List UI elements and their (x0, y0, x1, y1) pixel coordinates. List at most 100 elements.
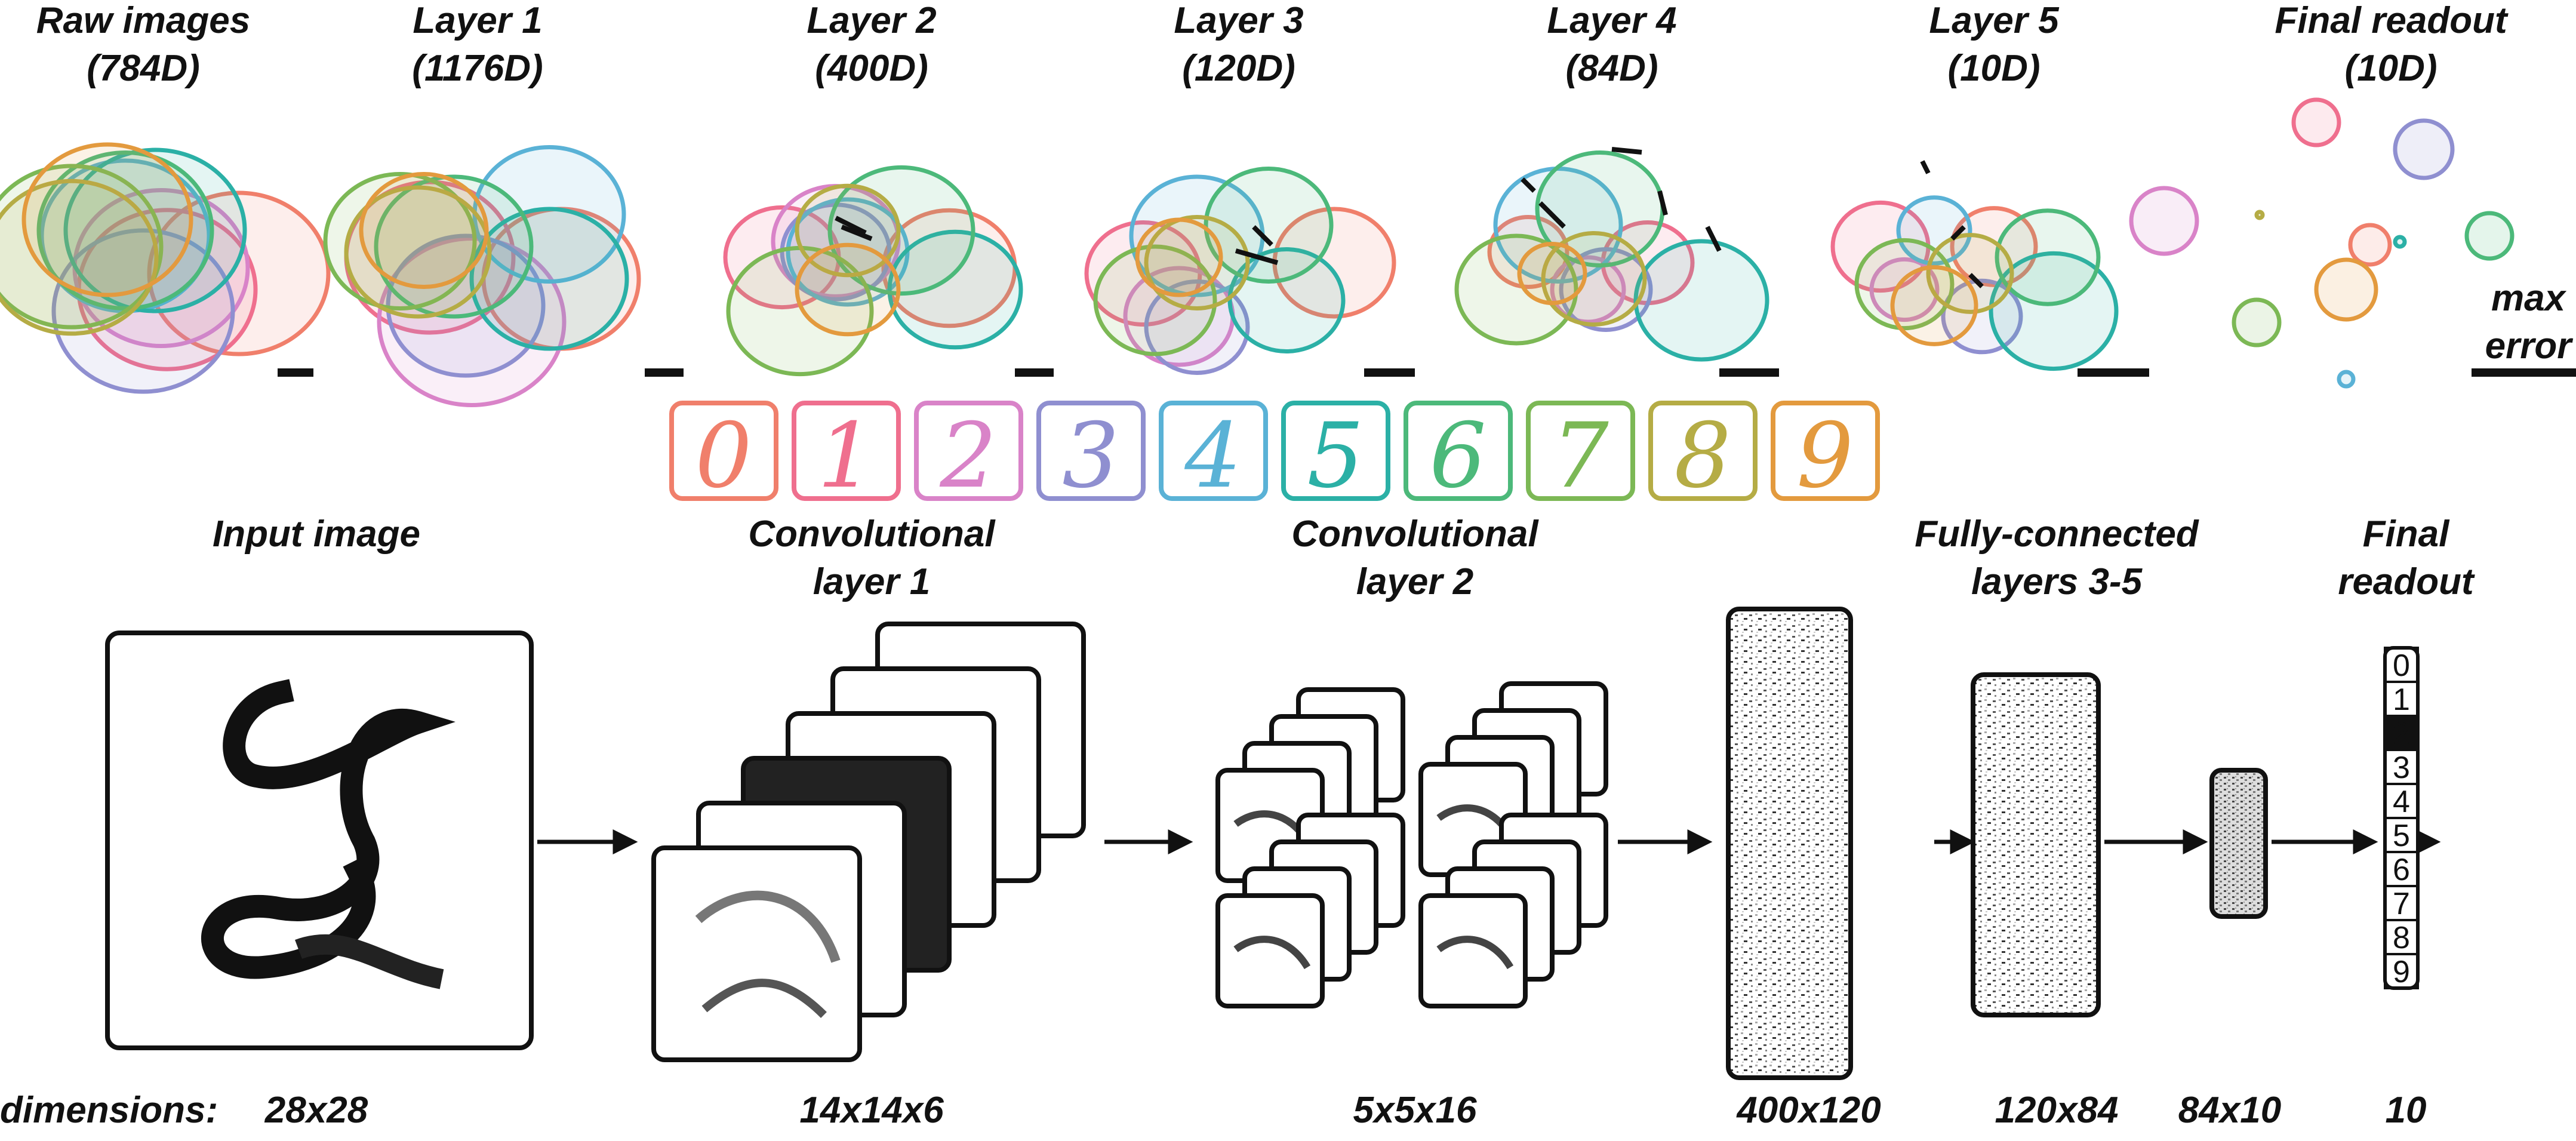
legend-digit-1: 1 (792, 401, 901, 508)
legend-digit-glyph: 3 (1062, 404, 1119, 508)
input-image-frame (105, 631, 534, 1050)
manifold-panel (1454, 147, 1779, 377)
legend-digit-glyph: 6 (1429, 404, 1486, 508)
legend-digit-8: 8 (1648, 401, 1758, 508)
legend-box (1036, 401, 1146, 501)
feature-stroke (701, 979, 827, 1018)
feature-stroke (695, 890, 841, 963)
stage-label: layers 3-5 (1971, 561, 2143, 602)
conv-layer-1 (651, 622, 1086, 1062)
signal-axis (1521, 177, 1536, 193)
panel-dimension: (784D) (87, 48, 200, 89)
legend-digit-glyph: 4 (1184, 404, 1241, 508)
legend-box (1404, 401, 1513, 501)
scale-bar (1364, 368, 1415, 377)
signal-axis (1657, 190, 1668, 216)
panel-title: Layer 5 (1929, 0, 2060, 41)
readout-value: 4 (2393, 785, 2410, 819)
feature-map (1215, 893, 1325, 1008)
manifold-panel (1084, 167, 1415, 377)
scale-bar (645, 368, 684, 377)
legend-digit-glyph: 0 (695, 404, 752, 508)
legend-digit-0: 0 (669, 401, 778, 508)
class-manifold-9 (1135, 217, 1223, 297)
scale-bar (1015, 368, 1054, 377)
panel-dimension: (10D) (2344, 48, 2437, 89)
scale-bar (278, 368, 313, 377)
signal-axis (835, 216, 867, 235)
panel-title: Raw images (36, 0, 250, 41)
class-manifold-4 (2314, 257, 2378, 322)
panel-title: Final readout (2275, 0, 2509, 41)
class-manifold-1 (2348, 223, 2392, 267)
feature-stroke (1436, 936, 1514, 970)
digit-stroke (295, 934, 444, 989)
readout-value: 0 (2393, 648, 2410, 683)
class-manifold-8 (2254, 210, 2265, 220)
legend-box (1526, 401, 1635, 501)
manifold-panel (1830, 160, 2149, 377)
weight-matrix-120x84 (1971, 672, 2101, 1017)
max-error-label: max (2491, 278, 2567, 319)
feature-map (1418, 893, 1528, 1008)
legend-digit-glyph: 8 (1674, 404, 1731, 508)
stage-label: Convolutional (748, 513, 996, 555)
class-manifold-5 (1227, 247, 1346, 353)
legend-digit-glyph: 1 (817, 404, 874, 508)
stage-dimension: 400x120 (1735, 1090, 1881, 1131)
class-manifold-4 (1896, 195, 1972, 266)
readout-value: 3 (2393, 751, 2410, 785)
signal-axis (841, 224, 873, 241)
stage-label: layer 2 (1356, 561, 1474, 602)
panel-dimension: (10D) (1947, 48, 2040, 89)
class-manifold-6 (827, 165, 975, 296)
readout-value: 5 (2393, 819, 2410, 853)
legend-box (1648, 401, 1758, 501)
class-manifold-9 (795, 242, 901, 337)
legend-digit-glyph: 5 (1307, 404, 1364, 508)
stage-dimension: 10 (2386, 1090, 2427, 1131)
readout-value: 2 (2393, 716, 2410, 751)
stage-label: layer 1 (813, 561, 931, 602)
readout-frame (2383, 646, 2420, 990)
class-manifold-0 (147, 190, 331, 356)
stage-label: Fully-connected (1915, 513, 2199, 555)
class-manifold-6 (374, 174, 534, 319)
input-image (105, 631, 534, 1050)
manifold-panel-final: max error (2129, 97, 2576, 389)
class-manifold-8 (1926, 233, 2014, 314)
class-manifold-2 (2129, 186, 2199, 256)
conv-layer-2 (1215, 681, 1608, 1008)
legend-box (914, 401, 1023, 501)
max-error-label: error (2485, 325, 2574, 367)
panel-dimension: (84D) (1565, 48, 1658, 89)
panel-dimension: (120D) (1182, 48, 1295, 89)
readout-value: 6 (2393, 853, 2410, 887)
stage-label: Final (2363, 513, 2450, 555)
legend-digit-glyph: 7 (1552, 404, 1609, 508)
scale-bar (2472, 368, 2576, 377)
signal-axis (1705, 226, 1722, 252)
class-manifold-5 (2337, 370, 2356, 389)
stage-dimension: 5x5x16 (1353, 1090, 1477, 1131)
readout-value: 9 (2393, 955, 2410, 989)
legend-box (669, 401, 778, 501)
class-manifold-9 (359, 172, 489, 289)
legend-digit-9: 9 (1771, 401, 1880, 508)
class-manifold-9 (21, 142, 193, 297)
legend-digit-glyph: 9 (1796, 404, 1853, 508)
digit-stroke (201, 679, 456, 979)
legend-digit-6: 6 (1404, 401, 1513, 508)
class-manifold-7 (1093, 244, 1217, 356)
scale-bar (1719, 368, 1779, 377)
class-manifold-2 (1550, 255, 1626, 324)
signal-axis (1235, 248, 1279, 265)
stage-label: readout (2338, 561, 2475, 602)
readout-value: 7 (2393, 887, 2410, 921)
signal-axis (1252, 225, 1273, 247)
class-manifold-3 (2393, 118, 2455, 180)
